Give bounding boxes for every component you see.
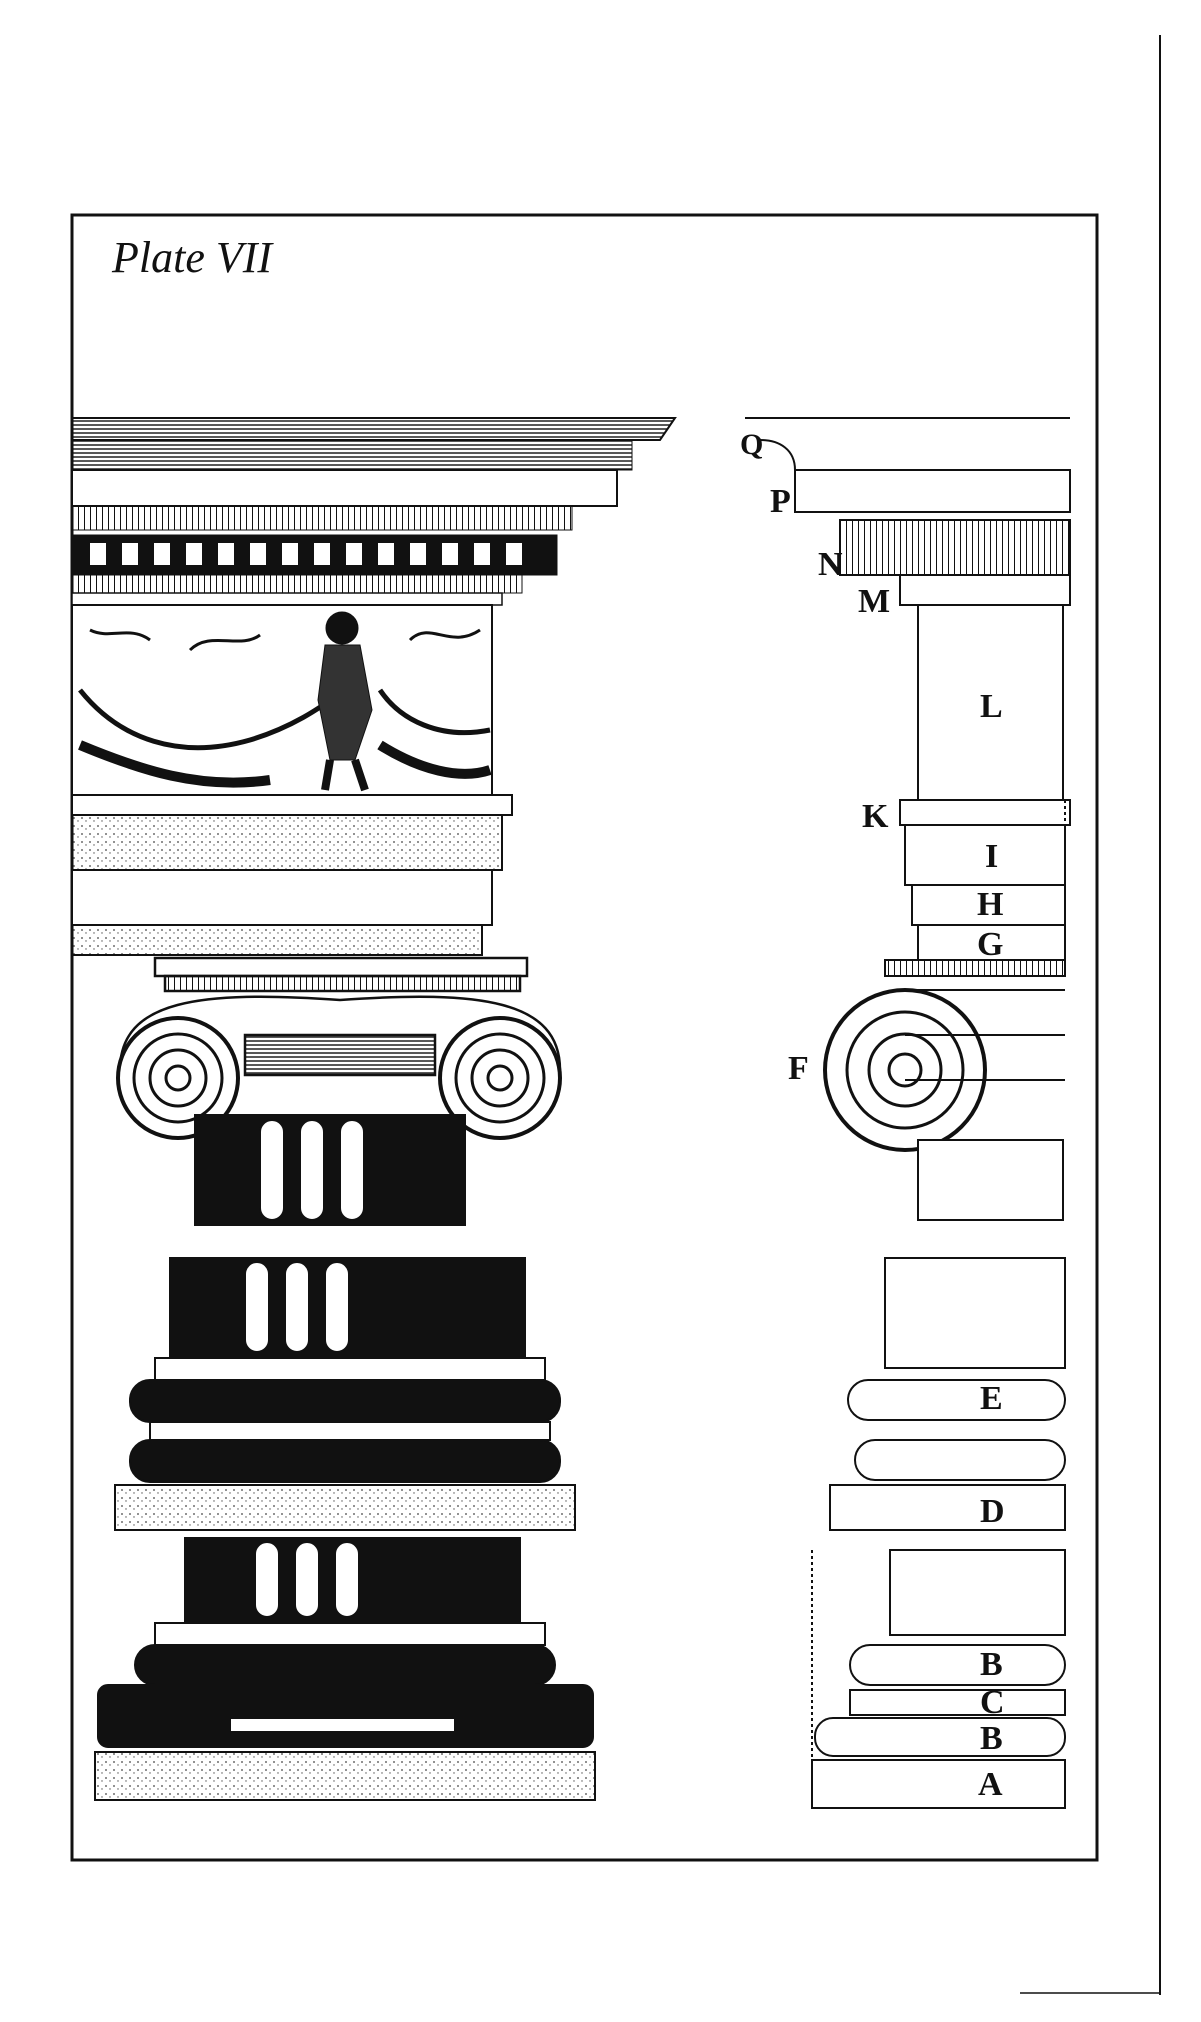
column-shaft-upper <box>194 1114 466 1226</box>
plate-frame <box>70 213 1099 1862</box>
label-m: M <box>858 583 891 620</box>
label-l: L <box>980 688 1003 725</box>
label-k: K <box>862 798 889 835</box>
label-q: Q <box>740 428 764 461</box>
page-edge-lines <box>1020 35 1161 1995</box>
label-i: I <box>985 838 999 875</box>
column-base-attic <box>114 1257 576 1531</box>
label-h: H <box>977 886 1004 923</box>
label-e: E <box>980 1380 1003 1417</box>
label-c: C <box>980 1684 1005 1721</box>
label-p: P <box>770 483 791 520</box>
label-g: G <box>977 926 1004 963</box>
ionic-elevation <box>71 417 677 1801</box>
label-n: N <box>818 546 843 583</box>
label-b-lower: B <box>980 1720 1003 1757</box>
cornice <box>71 417 677 606</box>
label-a: A <box>978 1766 1003 1803</box>
plate-title: Plate VII <box>112 233 273 282</box>
label-d: D <box>980 1493 1005 1530</box>
frieze-relief <box>71 604 493 796</box>
architrave <box>71 794 513 956</box>
ionic-profile <box>745 417 1071 1809</box>
column-base-ionic <box>94 1537 596 1801</box>
label-f: F <box>788 1050 809 1087</box>
ionic-capital <box>116 956 562 1140</box>
label-b-upper: B <box>980 1646 1003 1683</box>
